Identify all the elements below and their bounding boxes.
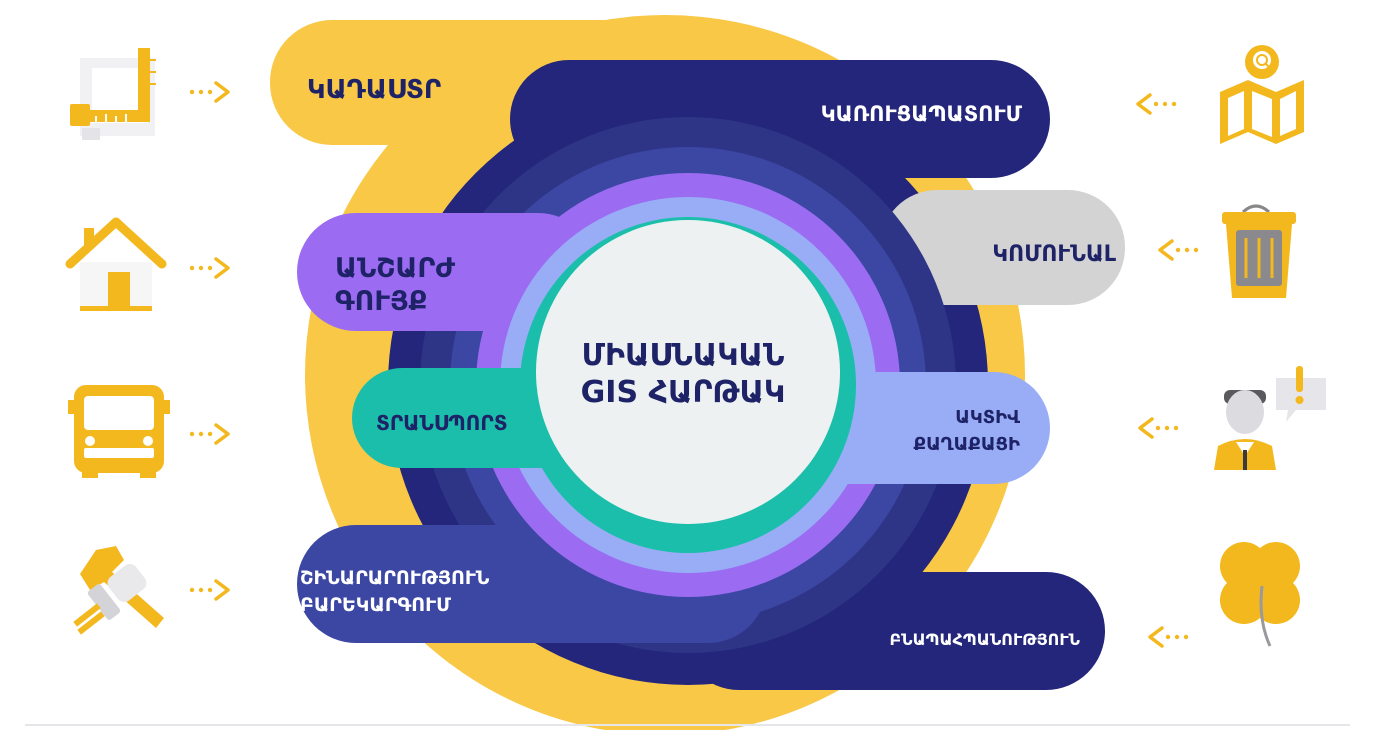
band-label-communal: ԿՈՄՈՒՆԱԼ: [992, 242, 1116, 267]
clover-icon: [1220, 542, 1300, 647]
arrow-right-icon: [188, 579, 230, 601]
map-search-icon: [1220, 45, 1304, 144]
band-label-active-citizen-line1: ԱԿՏԻՎ: [955, 407, 1020, 428]
arrow-left-icon: [1138, 417, 1180, 439]
band-label-transport: ՏՐԱՆՍՊՈՐՏ: [376, 411, 508, 435]
arrow-right-icon: [188, 257, 230, 279]
band-label-real-estate-line1: ԱՆՇԱՐԺ: [335, 253, 455, 284]
communal-band: [880, 190, 1125, 305]
band-label-construction-line1: ՇԻՆԱՐԱՐՈՒԹՅՈՒՆ: [300, 567, 490, 589]
arrow-right-icon: [188, 423, 230, 445]
band-label-cadastre: ԿԱԴԱՍՏՐ: [307, 75, 441, 105]
trash-bin-icon: [1222, 204, 1296, 298]
arrow-left-icon: [1148, 626, 1190, 648]
band-label-construction-plan: ԿԱՌՈՒՑԱՊԱՏՈՒՄ: [821, 102, 1023, 126]
ruler-plan-icon: [70, 48, 156, 140]
band-label-real-estate-line2: ԳՈՒՅՔ: [335, 286, 427, 317]
band-label-environment: ԲՆԱՊԱՀՊԱՆՈՒԹՅՈՒՆ: [890, 630, 1081, 649]
band-label-active-citizen-line2: ՔԱՂԱՔԱՑԻ: [914, 434, 1020, 455]
citizen-alert-icon: [1214, 366, 1326, 470]
bottom-divider: [25, 724, 1350, 726]
center-circle: [536, 220, 840, 524]
bus-icon: [68, 385, 170, 478]
center-title-line2: GIS ՀԱՐԹԱԿ: [581, 375, 786, 410]
house-icon: [65, 217, 167, 311]
center-title-line1: ՄԻԱՍՆԱԿԱՆ: [582, 338, 785, 373]
wrench-hand-icon: [73, 546, 164, 635]
arrow-left-icon: [1136, 93, 1178, 115]
arrow-right-icon: [188, 81, 230, 103]
arrow-left-icon: [1158, 239, 1200, 261]
band-label-construction-line2: ԲԱՐԵԿԱՐԳՈՒՄ: [300, 594, 451, 616]
